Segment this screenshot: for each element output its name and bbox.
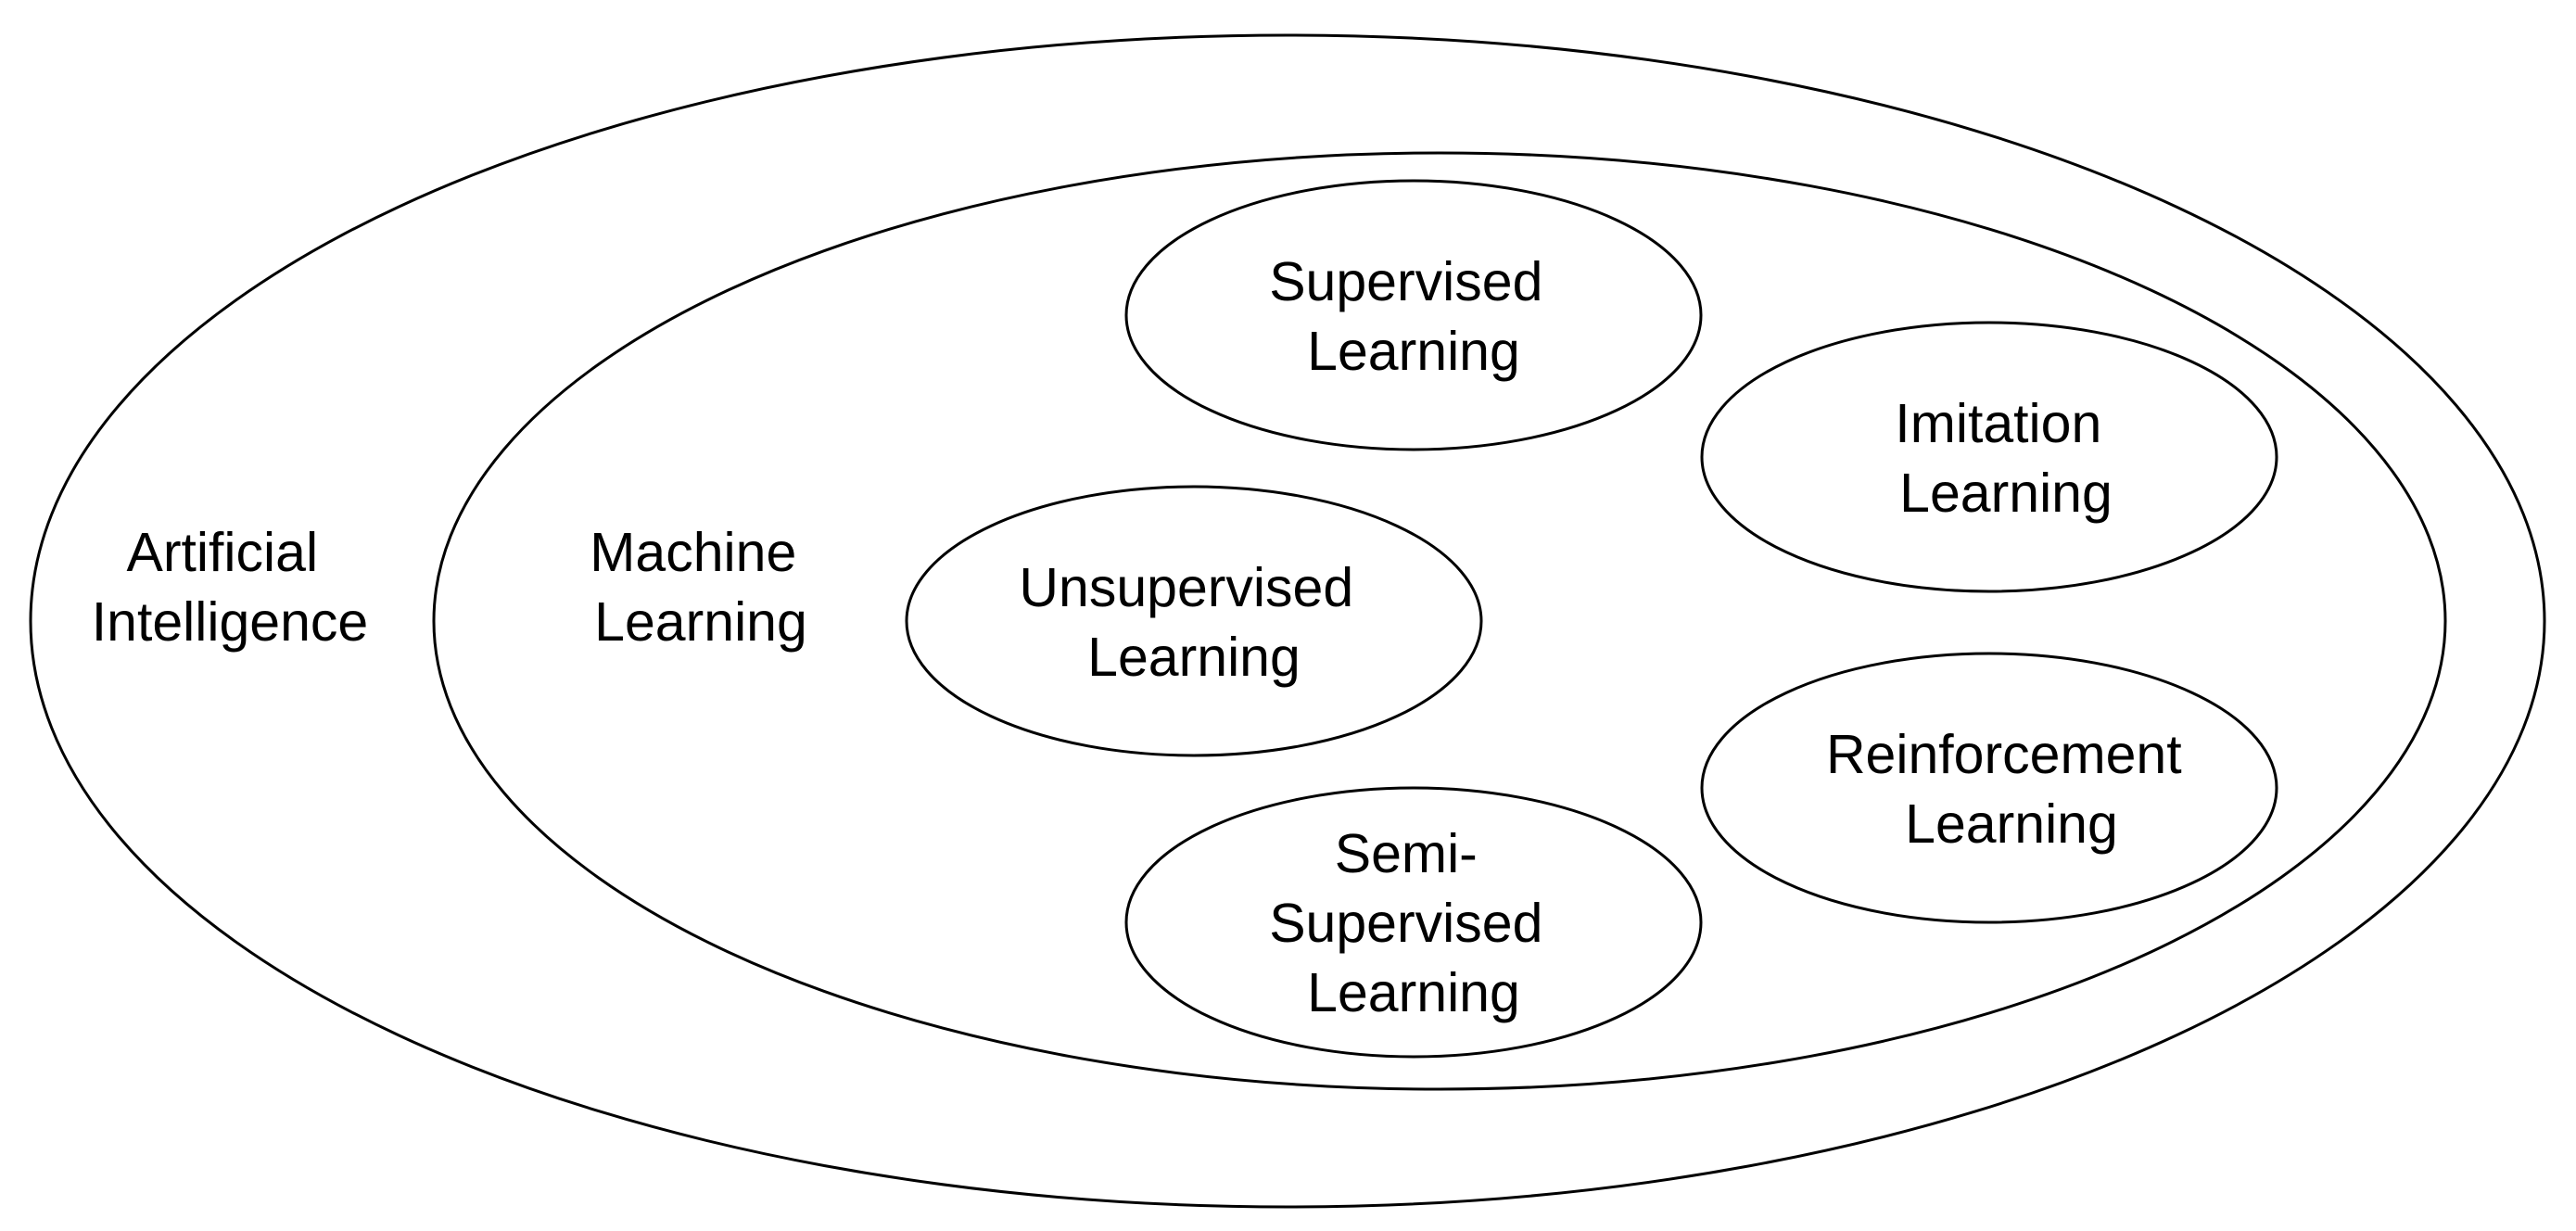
- imitation-label-line-1: Imitation: [1895, 393, 2101, 454]
- unsupervised-ellipse: [905, 485, 1483, 757]
- semi-supervised-ellipse: [1124, 786, 1703, 1059]
- reinforcement-label: Reinforcement Learning: [1826, 724, 2197, 855]
- supervised-ellipse: [1124, 179, 1703, 451]
- ai-label: Artificial Intelligence: [92, 522, 369, 653]
- supervised-label-line-1: Supervised: [1269, 251, 1542, 312]
- reinforcement-label-line-1: Reinforcement: [1826, 724, 2182, 785]
- supervised-label-line-2: Learning: [1307, 321, 1520, 382]
- ml-label-line-2: Learning: [594, 591, 807, 653]
- ml-label-line-1: Machine: [590, 522, 796, 583]
- unsupervised-label-line-2: Learning: [1087, 627, 1301, 688]
- ml-label: Machine Learning: [590, 522, 811, 653]
- reinforcement-ellipse: [1700, 652, 2278, 924]
- unsupervised-label: Unsupervised Learning: [1019, 557, 1368, 688]
- ai-label-line-2: Intelligence: [92, 591, 369, 653]
- imitation-label: Imitation Learning: [1895, 393, 2116, 524]
- imitation-ellipse: [1700, 321, 2278, 593]
- supervised-label: Supervised Learning: [1269, 251, 1558, 382]
- semi-supervised-label-line-3: Learning: [1307, 962, 1520, 1023]
- ai-label-line-1: Artificial: [127, 522, 319, 583]
- unsupervised-label-line-1: Unsupervised: [1019, 557, 1353, 618]
- semi-supervised-label-line-2: Supervised: [1269, 893, 1542, 954]
- semi-supervised-label-line-1: Semi-: [1335, 823, 1478, 884]
- imitation-label-line-2: Learning: [1899, 463, 2113, 524]
- reinforcement-label-line-2: Learning: [1905, 793, 2118, 855]
- semi-supervised-label: Semi- Supervised Learning: [1269, 823, 1558, 1023]
